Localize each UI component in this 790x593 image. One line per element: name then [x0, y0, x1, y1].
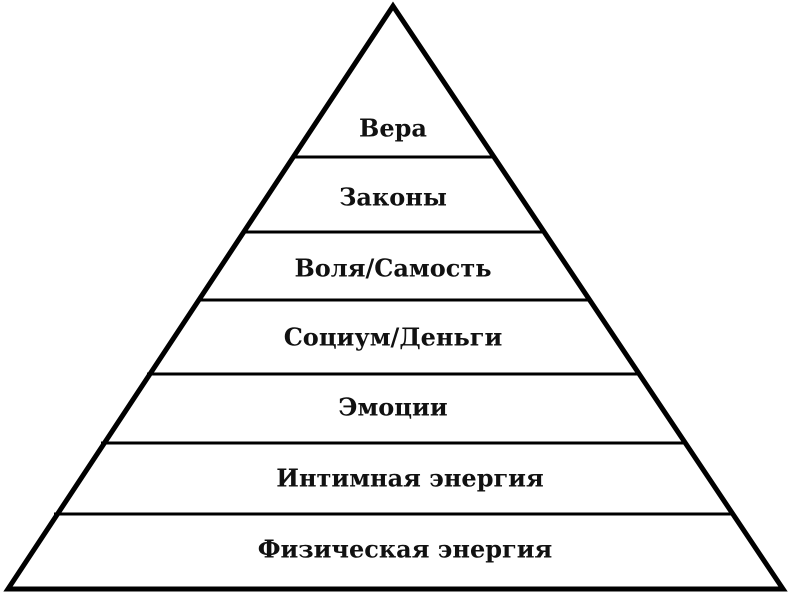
level-label-fizicheskaya: Физическая энергия — [258, 535, 553, 564]
level-label-volya: Воля/Самость — [295, 254, 492, 283]
level-label-socium: Социум/Деньги — [284, 323, 503, 352]
level-label-zakony: Законы — [339, 183, 447, 212]
pyramid-outline — [3, 1, 788, 592]
level-label-vera: Вера — [359, 114, 427, 143]
level-label-emocii: Эмоции — [338, 393, 447, 422]
level-label-intimnaya: Интимная энергия — [276, 464, 543, 493]
